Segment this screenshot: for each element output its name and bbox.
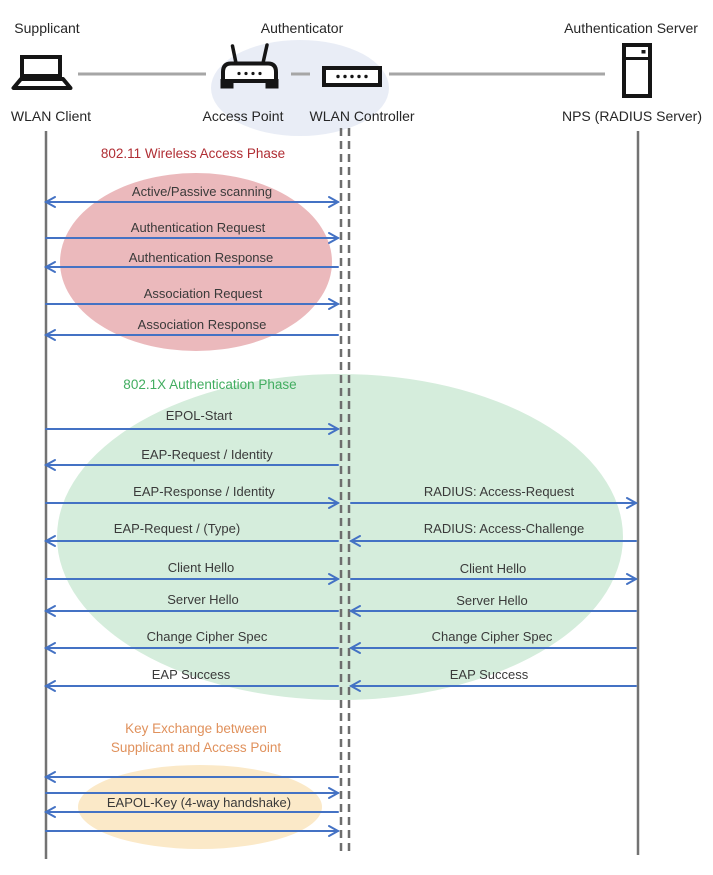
role-label-authenticator: Authenticator: [260, 20, 344, 36]
message-label: Server Hello: [456, 593, 528, 608]
message-label: EPOL-Start: [165, 408, 233, 423]
message-label: RADIUS: Access-Request: [423, 484, 575, 499]
message-label: EAP-Request / (Type): [113, 521, 241, 536]
message-arrow: [45, 232, 341, 244]
message-arrow: [45, 298, 341, 310]
message-arrow: [45, 423, 341, 435]
message-arrow: [43, 196, 341, 208]
message-arrow: [350, 573, 639, 585]
phase-title-8021x-authentication: 802.1X Authentication Phase: [123, 377, 297, 392]
message-arrow: [45, 573, 341, 585]
phase-title-key-exchange-line2: Supplicant and Access Point: [110, 740, 282, 755]
access-point-icon: [220, 43, 279, 89]
laptop-icon: [11, 55, 73, 90]
message-arrow: [45, 497, 341, 509]
phase-ellipse-0: [60, 173, 332, 351]
message-arrow: [43, 642, 339, 654]
message-arrow: [348, 680, 637, 692]
message-label: RADIUS: Access-Challenge: [423, 521, 585, 536]
message-label: Client Hello: [167, 560, 235, 575]
message-label: EAP-Request / Identity: [141, 447, 273, 462]
message-arrow: [43, 806, 339, 818]
message-label: Change Cipher Spec: [146, 629, 268, 644]
message-arrow: [43, 459, 339, 471]
server-icon: [622, 43, 652, 98]
message-arrow: [348, 605, 637, 617]
message-arrow: [350, 497, 639, 509]
message-label: Client Hello: [459, 561, 527, 576]
message-label: EAPOL-Key (4-way handshake): [106, 795, 292, 810]
message-label: Active/Passive scanning: [131, 184, 273, 199]
node-label-nps-radius-server: NPS (RADIUS Server): [561, 108, 703, 124]
message-arrow: [43, 771, 339, 783]
node-label-wlan-client: WLAN Client: [10, 108, 92, 124]
message-label: Server Hello: [167, 592, 239, 607]
message-arrow: [348, 642, 637, 654]
message-label: EAP Success: [449, 667, 529, 682]
node-label-wlan-controller: WLAN Controller: [309, 108, 415, 124]
phase-ellipse-2: [78, 765, 322, 849]
role-label-authentication-server: Authentication Server: [564, 20, 698, 36]
phase-title-80211-wireless-access: 802.11 Wireless Access Phase: [100, 146, 286, 161]
phase-title-key-exchange-line1: Key Exchange between: [125, 721, 267, 736]
message-label: Association Response: [137, 317, 267, 332]
wlan-controller-icon: [322, 66, 382, 87]
message-arrow: [45, 825, 341, 837]
message-arrow: [43, 680, 339, 692]
message-label: Association Request: [143, 286, 263, 301]
message-label: EAP-Response / Identity: [133, 484, 275, 499]
message-arrow: [43, 605, 339, 617]
message-label: EAP Success: [151, 667, 231, 682]
role-label-supplicant: Supplicant: [14, 20, 80, 36]
message-label: Authentication Request: [130, 220, 266, 235]
message-arrow: [43, 535, 339, 547]
node-label-access-point: Access Point: [202, 108, 284, 124]
message-arrow: [348, 535, 637, 547]
message-arrow: [45, 787, 341, 799]
message-arrow: [43, 261, 339, 273]
message-label: Change Cipher Spec: [431, 629, 553, 644]
message-arrow: [43, 329, 339, 341]
message-label: Authentication Response: [128, 250, 274, 265]
